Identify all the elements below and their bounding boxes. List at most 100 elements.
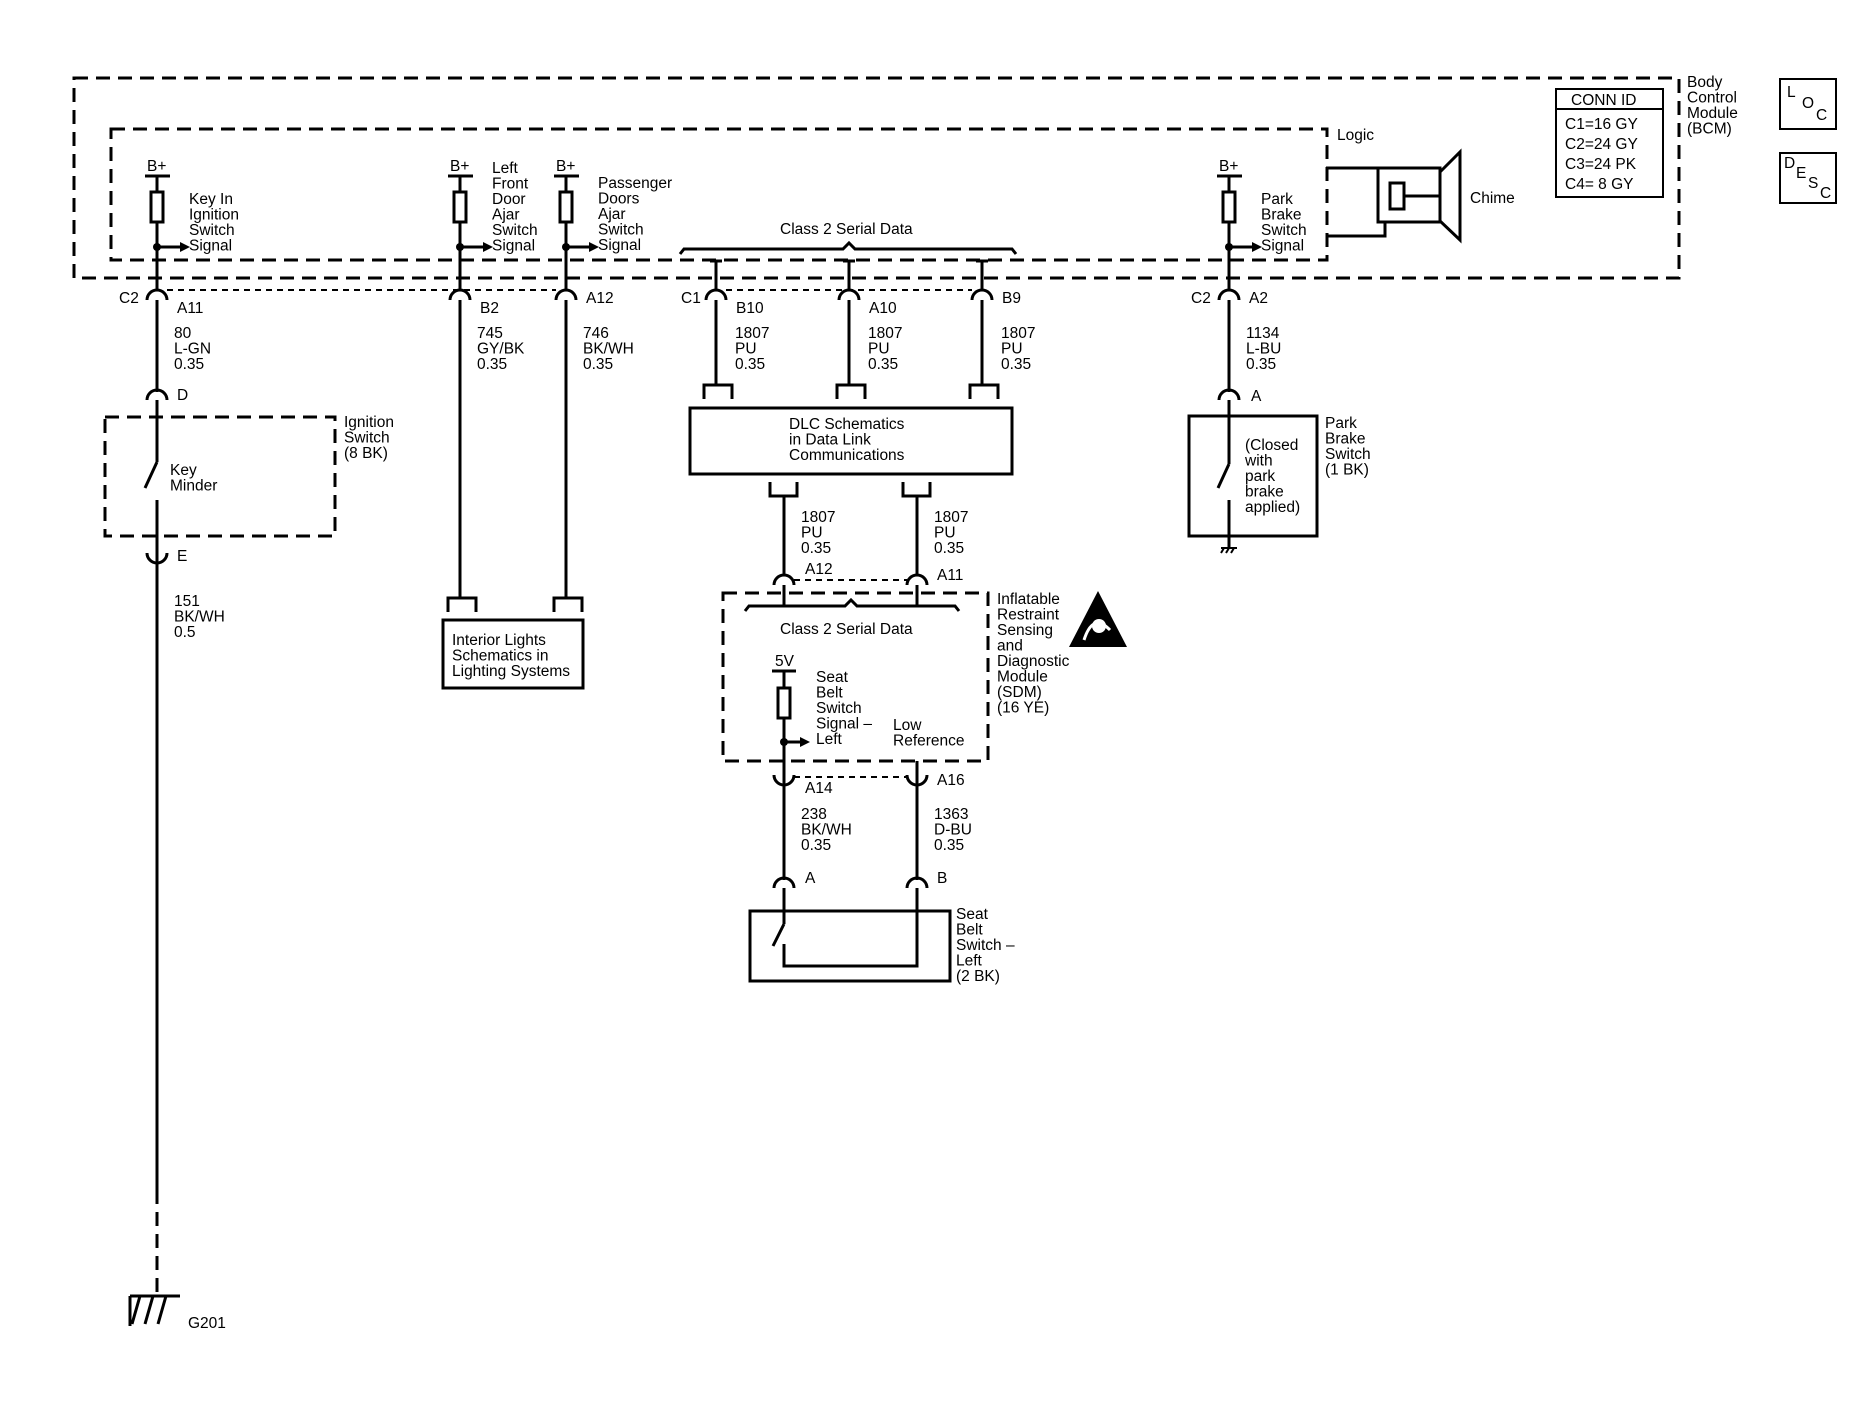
text-line: L-GN	[174, 341, 211, 358]
text-line: (SDM)	[997, 684, 1042, 701]
bcm-class2-bus: Class 2 Serial Data	[678, 221, 1018, 290]
seat-belt-switch	[748, 888, 952, 983]
text-line: PU	[735, 341, 757, 358]
desc-letter: E	[1796, 165, 1806, 182]
text-line: PU	[934, 525, 956, 542]
text-line: in Data Link	[789, 432, 871, 449]
text-line: 746	[583, 325, 609, 342]
sdm-outline	[721, 591, 990, 763]
text-line: GY/BK	[477, 341, 525, 358]
text-line: (BCM)	[1687, 121, 1732, 138]
connector-label: A	[1251, 388, 1262, 405]
text-line: (8 BK)	[344, 445, 388, 462]
text-line: Switch	[1261, 222, 1307, 239]
connector-label: C2	[1191, 290, 1211, 307]
text-line: Brake	[1261, 207, 1302, 224]
text-line: 1363	[934, 806, 968, 823]
chime: Chime	[1326, 148, 1515, 244]
text-line: Brake	[1325, 431, 1366, 448]
text-line: 0.35	[583, 356, 613, 373]
text-line: 0.35	[801, 837, 831, 854]
text-line: Signal	[1261, 238, 1304, 255]
conn-id-row: C4= 8 GY	[1565, 176, 1634, 193]
connector-label: B10	[736, 300, 764, 317]
text-line: D-BU	[934, 822, 972, 839]
connector-b-seat-belt	[905, 876, 929, 889]
connector-label: A12	[805, 561, 833, 578]
text-line: PU	[801, 525, 823, 542]
conn-id-row: C2=24 GY	[1565, 136, 1638, 153]
bplus-label: B+	[450, 158, 469, 175]
ignition-switch-outline	[103, 415, 337, 538]
desc-button[interactable]: D E S C	[1779, 152, 1837, 204]
bcm-outline	[72, 76, 1681, 280]
text-line: Switch	[598, 222, 644, 239]
text-line: Switch –	[956, 937, 1015, 954]
text-line: 151	[174, 593, 200, 610]
text-line: 0.35	[868, 356, 898, 373]
text-line: Ignition	[344, 414, 394, 431]
text-line: Seat	[956, 906, 989, 923]
text-line: DLC Schematics	[789, 416, 905, 433]
text-line: Switch	[492, 222, 538, 239]
text-line: BK/WH	[801, 822, 852, 839]
text-line: Ignition	[189, 207, 239, 224]
text-line: Key In	[189, 191, 233, 208]
text-line: Module	[1687, 105, 1738, 122]
sdm-class2-label: Class 2 Serial Data	[780, 621, 913, 638]
text-line: Signal	[598, 237, 641, 254]
connector-d	[145, 388, 169, 401]
text-line: Interior Lights	[452, 632, 546, 649]
text-line: park	[1245, 468, 1275, 485]
desc-letter: C	[1820, 185, 1831, 202]
text-line: Front	[492, 176, 529, 193]
text-line: Left	[492, 160, 519, 177]
text-line: Left	[816, 731, 843, 748]
text-line: Ajar	[598, 206, 626, 223]
text-line: Communications	[789, 447, 905, 464]
connector-label: D	[177, 387, 188, 404]
ground-g201-icon	[128, 1294, 180, 1326]
text-line: PU	[868, 341, 890, 358]
connector-label: A11	[177, 300, 203, 317]
connector-label: A10	[869, 300, 897, 317]
text-line: Switch	[816, 700, 862, 717]
text-line: Seat	[816, 669, 849, 686]
connector-label: C2	[119, 290, 139, 307]
text-line: Signal	[492, 238, 535, 255]
connector-label: C1	[681, 290, 701, 307]
text-line: Body	[1687, 74, 1723, 91]
connector-terminals	[145, 288, 1241, 301]
text-line: L-BU	[1246, 341, 1281, 358]
text-line: 1807	[868, 325, 902, 342]
text-line: (16 YE)	[997, 700, 1049, 717]
bplus-label: B+	[556, 158, 575, 175]
text-line: Passenger	[598, 175, 672, 192]
text-line: Low	[893, 717, 922, 734]
bplus-label: B+	[1219, 158, 1238, 175]
text-line: Switch	[189, 222, 235, 239]
loc-button[interactable]: L O C	[1779, 78, 1837, 130]
loc-letter: C	[1816, 107, 1827, 124]
connector-label: A16	[937, 772, 965, 789]
text-line: and	[997, 638, 1023, 655]
text-line: Key	[170, 462, 197, 479]
text-line: 238	[801, 806, 827, 823]
text-line: 0.35	[1246, 356, 1276, 373]
connector-label: E	[177, 548, 187, 565]
